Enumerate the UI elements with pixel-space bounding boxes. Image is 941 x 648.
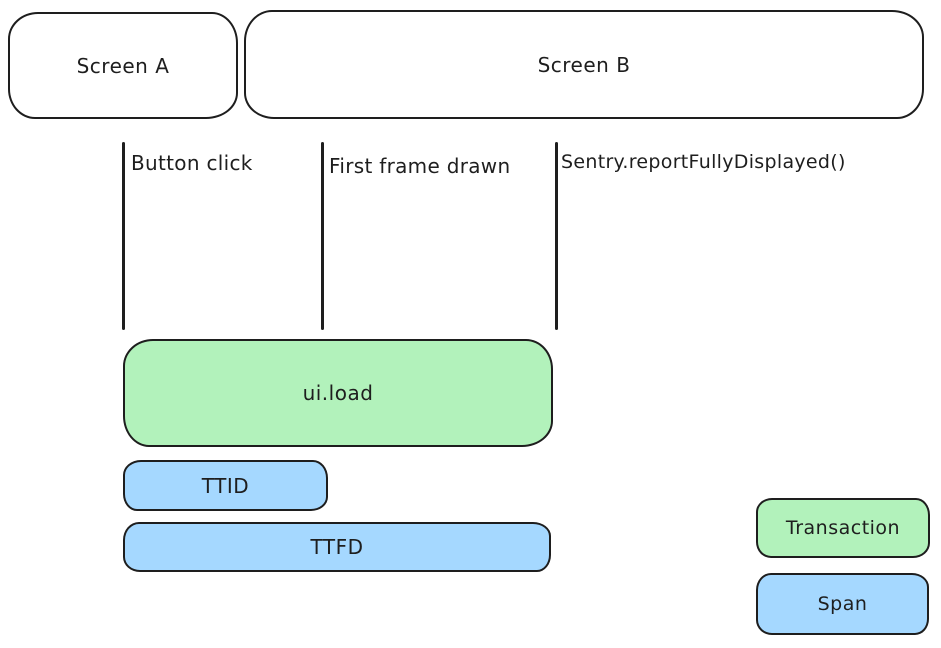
screen-b-label: Screen B [537, 52, 631, 77]
ui-load-label: ui.load [302, 381, 374, 405]
button-click-label: Button click [131, 151, 253, 175]
legend-span-label: Span [817, 593, 868, 615]
report-fully-displayed-label: Sentry.reportFullyDisplayed() [561, 151, 846, 173]
first-frame-drawn-event-line [321, 142, 324, 330]
ttfd-span-bar: TTFD [123, 522, 551, 572]
ttid-label: TTID [201, 473, 250, 498]
ttfd-label: TTFD [310, 535, 364, 559]
report-fully-displayed-event-line [555, 142, 558, 330]
legend-transaction-label: Transaction [785, 517, 901, 539]
legend-transaction-box: Transaction [756, 498, 930, 558]
button-click-event-line [122, 142, 125, 330]
screen-a-box: Screen A [8, 12, 238, 119]
ui-load-transaction-bar: ui.load [123, 339, 553, 447]
first-frame-drawn-label: First frame drawn [329, 154, 511, 178]
ttid-span-bar: TTID [123, 460, 328, 511]
screen-b-box: Screen B [244, 10, 924, 119]
screen-a-label: Screen A [76, 53, 170, 78]
legend-span-box: Span [756, 573, 929, 635]
